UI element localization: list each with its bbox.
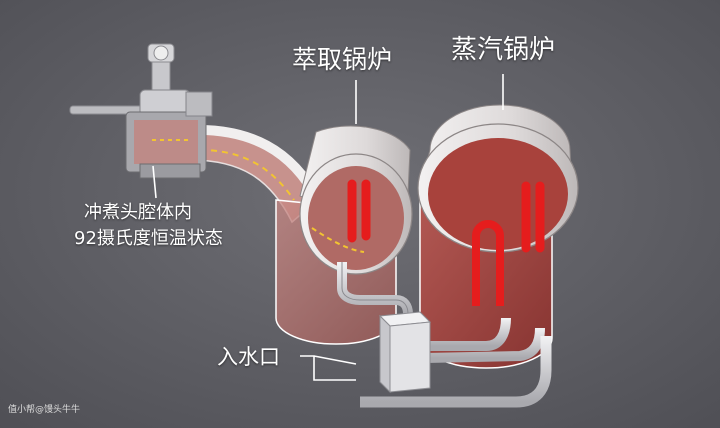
steam-boiler bbox=[417, 104, 579, 369]
extraction-boiler-label: 萃取锅炉 bbox=[292, 45, 393, 74]
brew-group-head bbox=[69, 43, 213, 179]
brew-head-leader bbox=[152, 165, 157, 199]
extraction-boiler bbox=[275, 125, 413, 345]
pipework bbox=[337, 262, 552, 408]
watermark: 值小帮@馒头牛牛 bbox=[8, 405, 81, 415]
pump-block bbox=[378, 311, 432, 394]
brew-head-label-line1: 冲煮头腔体内 bbox=[84, 202, 192, 223]
heating-element bbox=[347, 179, 371, 243]
brew-head-label-line2: 92摄氏度恒温状态 bbox=[74, 228, 223, 249]
steam-boiler-label: 蒸汽锅炉 bbox=[451, 35, 556, 65]
brew-head-label: 冲煮头腔体内 92摄氏度恒温状态 bbox=[74, 200, 223, 252]
water-inlet-label: 入水口 bbox=[217, 345, 280, 369]
water-inlet-leader bbox=[300, 355, 357, 381]
leader-lines bbox=[152, 74, 504, 381]
heating-element bbox=[521, 181, 545, 253]
